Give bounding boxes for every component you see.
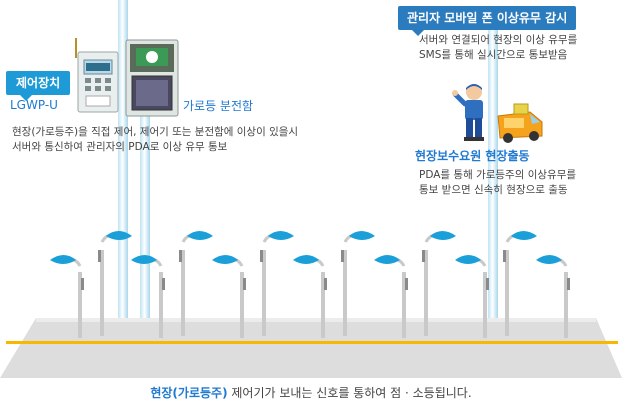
control-device-description: 현장(가로등주)을 직접 제어, 제어기 또는 분전함에 이상이 있을시 서버와… [12, 125, 298, 155]
street-lamp [293, 255, 327, 338]
bottom-caption: 현장(가로등주) 제어기가 보내는 신호를 통하여 점 · 소등됩니다. [0, 384, 622, 401]
road-center-line [6, 341, 618, 344]
control-description-line-2: 서버와 통신하여 관리자의 PDA로 이상 유무 통보 [12, 141, 228, 153]
street-lamp [341, 231, 375, 336]
manager-description: 서버와 연결되어 현장의 이상 유무를 SMS를 통해 실시간으로 통보받음 [419, 33, 577, 63]
control-device-model: LGWP-U [10, 98, 58, 112]
communication-pole-center [140, 40, 150, 325]
street-lamp [212, 255, 246, 338]
field-worker-illustration [452, 84, 484, 141]
street-lamp [98, 231, 132, 336]
manager-description-line-2: SMS를 통해 실시간으로 통보받음 [419, 49, 568, 61]
street-lamp [503, 231, 537, 336]
communication-pole-right [488, 18, 498, 318]
caption-highlight: 현장(가로등주) [150, 386, 228, 400]
manager-description-line-1: 서버와 연결되어 현장의 이상 유무를 [419, 34, 578, 46]
field-staff-description-line-1: PDA를 통해 가로등주의 이상유무를 [419, 169, 577, 181]
street-lamp [455, 255, 489, 338]
service-truck-illustration [497, 103, 543, 143]
field-staff-description: PDA를 통해 가로등주의 이상유무를 통보 받으면 신속히 현장으로 출동 [419, 168, 576, 198]
street-lamp [374, 255, 408, 338]
field-staff-title: 현장보수요원 현장출동 [415, 149, 530, 163]
caption-text: 제어기가 보내는 신호를 통하여 점 · 소등됩니다. [227, 386, 472, 400]
street-lamp [536, 255, 570, 338]
street-lamp [260, 231, 294, 336]
street-lamp [422, 231, 456, 336]
street-lamp [179, 231, 213, 336]
control-device-tag: 제어장치 [6, 71, 71, 101]
manager-monitoring-tag: 관리자 모바일 폰 이상유무 감시 [398, 6, 577, 36]
communication-pole-left [118, 0, 128, 325]
controller-box-illustration [75, 38, 119, 113]
street-lamp [50, 255, 84, 338]
road-curb [36, 318, 596, 322]
distribution-box-illustration [125, 39, 179, 117]
street-lamp [131, 255, 165, 338]
distribution-box-label: 가로등 분전함 [183, 99, 254, 113]
field-staff-description-line-2: 통보 받으면 신속히 현장으로 출동 [419, 184, 568, 196]
control-description-line-1: 현장(가로등주)을 직접 제어, 제어기 또는 분전함에 이상이 있을시 [12, 126, 299, 138]
